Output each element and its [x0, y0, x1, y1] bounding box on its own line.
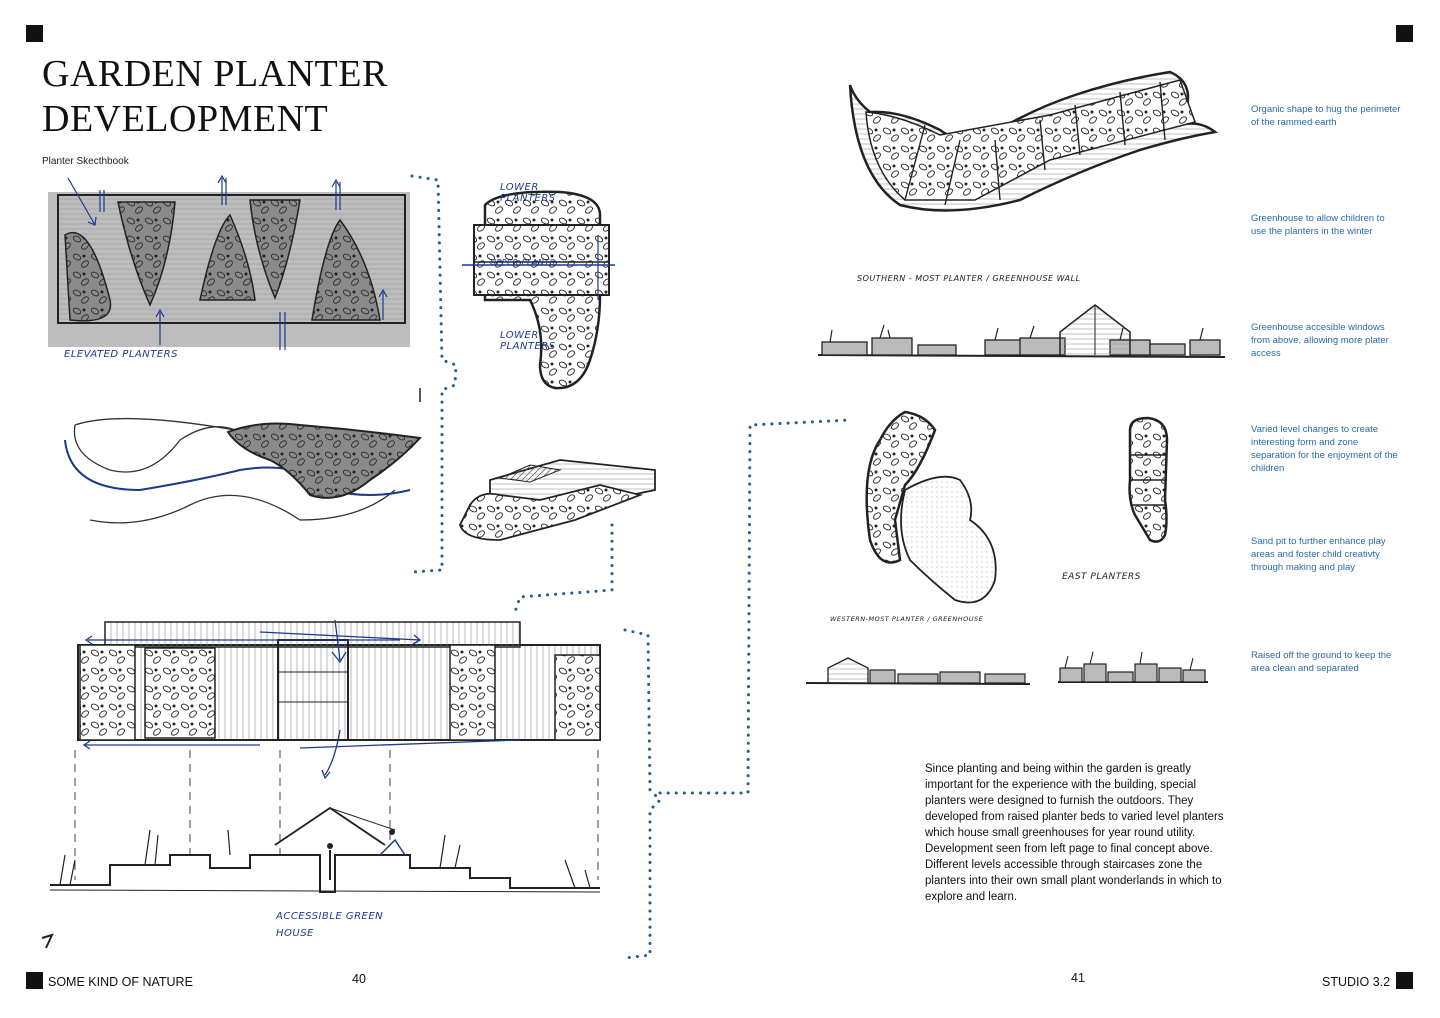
perspective-planter-sketch — [459, 459, 656, 541]
western-planter-section-sketch — [805, 657, 1031, 685]
page-title-line-2: DEVELOPMENT — [42, 98, 329, 140]
elevated-planters-sketch — [48, 174, 410, 350]
annotation-greenhouse-windows: Greenhouse accesible windows from above,… — [1251, 322, 1389, 359]
description-text: Since planting and being within the gard… — [925, 761, 1237, 905]
annotation-raised-ground: Raised off the ground to keep the area c… — [1251, 650, 1392, 674]
footer-right-label: STUDIO 3.2 — [1322, 975, 1391, 989]
connector-dotted-lines — [410, 174, 852, 960]
annotation-sand-pit: Sand pit to further enhance play areas a… — [1251, 536, 1386, 573]
footer-left-label: SOME KIND OF NATURE — [48, 975, 193, 989]
corner-marker-bottom-right — [1396, 972, 1413, 989]
annotation-greenhouse-winter: Greenhouse to allow children to use the … — [1251, 213, 1385, 237]
southern-planter-plan-sketch — [848, 70, 1218, 212]
page-subtitle: Planter Skecthbook — [42, 156, 129, 167]
wavy-planter-sketch — [64, 388, 423, 524]
label-upper-plants: UPPER PLANTS — [490, 258, 556, 267]
label-elevated-planters: ELEVATED PLANTERS — [64, 349, 178, 360]
corner-marker-bottom-left — [26, 972, 43, 989]
label-accessible-green-house: ACCESSIBLE GREEN HOUSE — [276, 911, 384, 939]
page-title-line-1: GARDEN PLANTER — [42, 53, 388, 95]
corner-marker-top-left — [26, 25, 43, 42]
label-southern-planter: SOUTHERN - MOST PLANTER / GREENHOUSE WAL… — [857, 274, 1081, 283]
description-paragraph-1: Since planting and being within the gard… — [925, 763, 1224, 855]
southern-planter-section-sketch — [817, 304, 1226, 358]
accessible-greenhouse-sketch — [41, 619, 601, 949]
label-lower-planters-top: LOWER PLANTERS — [500, 182, 556, 204]
label-east-planters: EAST PLANTERS — [1062, 572, 1141, 582]
annotation-level-changes: Varied level changes to create interesti… — [1251, 424, 1398, 474]
footer-left-page-number: 40 — [352, 972, 366, 986]
western-planter-plan-sketch — [865, 410, 997, 604]
label-western-planter: WESTERN-MOST PLANTER / GREENHOUSE — [830, 615, 984, 623]
label-lower-planters-bottom: LOWER PLANTERS — [500, 330, 556, 352]
annotation-organic-shape: Organic shape to hug the perimeter of th… — [1251, 104, 1401, 128]
page-title: GARDEN PLANTER DEVELOPMENT — [42, 52, 388, 142]
lower-upper-planters-sketch — [462, 190, 615, 390]
footer-right-page-number: 41 — [1071, 971, 1085, 985]
description-paragraph-2: Different levels accessible through stai… — [925, 859, 1222, 903]
corner-marker-top-right — [1396, 25, 1413, 42]
east-planters-plan-sketch — [1128, 416, 1169, 543]
east-planters-section-sketch — [1058, 651, 1208, 683]
